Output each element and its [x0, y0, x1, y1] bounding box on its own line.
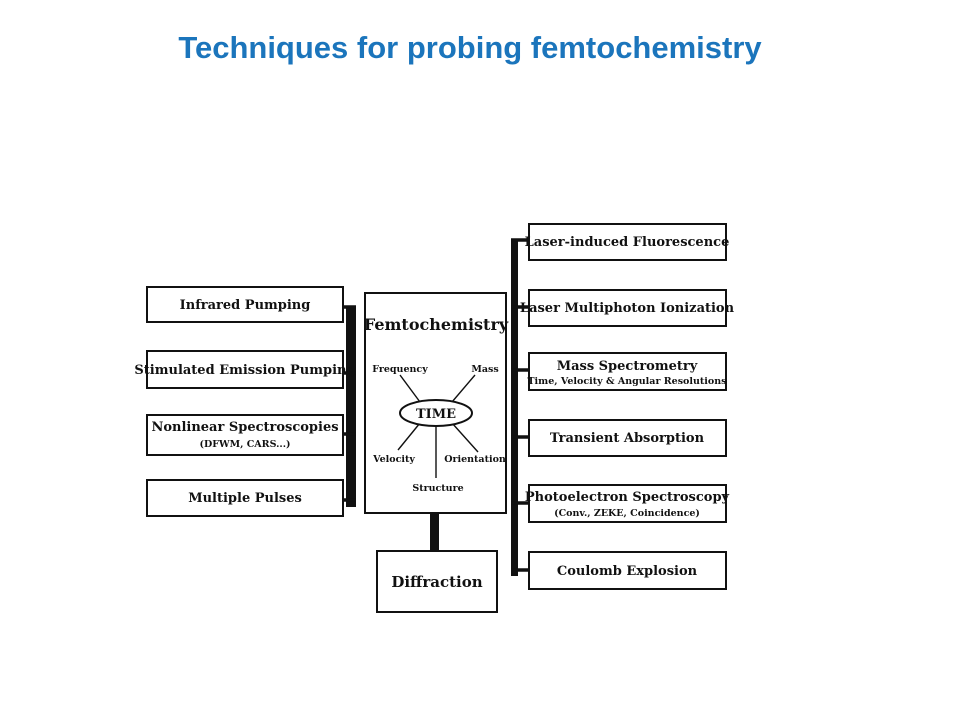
diffraction-label: Diffraction: [391, 573, 482, 591]
spoke-label-velocity: Velocity: [372, 454, 415, 465]
right-box-1-label: Laser-induced Fluorescence: [525, 235, 730, 250]
slide-title: Techniques for probing femtochemistry: [178, 30, 762, 65]
left-box-4-label: Multiple Pulses: [188, 491, 302, 506]
spoke-label-structure: Structure: [412, 483, 463, 494]
time-ellipse: [399, 399, 473, 427]
right-box-3: [528, 352, 727, 391]
left-box-1: [146, 286, 344, 323]
bottom-connector-bar: [430, 513, 439, 553]
right-box-6: [528, 551, 727, 590]
right-bus-bar: [511, 240, 518, 576]
spoke-label-mass: Mass: [471, 364, 498, 375]
time-label: TIME: [416, 407, 456, 422]
right-box-3-label: Mass Spectrometry: [557, 359, 698, 374]
spoke-orientation: [451, 422, 479, 453]
right-box-3-sublabel: Time, Velocity & Angular Resolutions: [527, 376, 726, 387]
left-box-3: [146, 414, 344, 456]
spoke-velocity: [397, 422, 421, 451]
spoke-mass: [451, 374, 476, 403]
left-box-2-label: Stimulated Emission Pumping: [134, 363, 355, 378]
left-box-1-label: Infrared Pumping: [180, 298, 311, 313]
left-box-3-sublabel: (DFWM, CARS...): [199, 439, 290, 450]
diffraction-box: [376, 550, 498, 613]
right-box-2: [528, 289, 727, 327]
left-box-2: [146, 350, 344, 389]
spoke-frequency: [399, 374, 421, 403]
right-box-4-label: Transient Absorption: [550, 431, 705, 446]
spoke-label-orientation: Orientation: [444, 454, 506, 465]
spoke-label-frequency: Frequency: [372, 364, 428, 375]
left-box-4: [146, 479, 344, 517]
right-box-2-label: Laser Multiphoton Ionization: [520, 301, 735, 316]
right-box-5-label: Photoelectron Spectroscopy: [525, 490, 730, 505]
right-box-5-sublabel: (Conv., ZEKE, Coincidence): [554, 508, 700, 519]
right-box-6-label: Coulomb Explosion: [557, 564, 698, 579]
left-bus-bar: [346, 307, 356, 507]
right-box-4: [528, 419, 727, 457]
hub-title: Femtochemistry: [364, 315, 509, 334]
right-box-5: [528, 484, 727, 523]
left-box-3-label: Nonlinear Spectroscopies: [151, 420, 338, 435]
right-box-1: [528, 223, 727, 261]
